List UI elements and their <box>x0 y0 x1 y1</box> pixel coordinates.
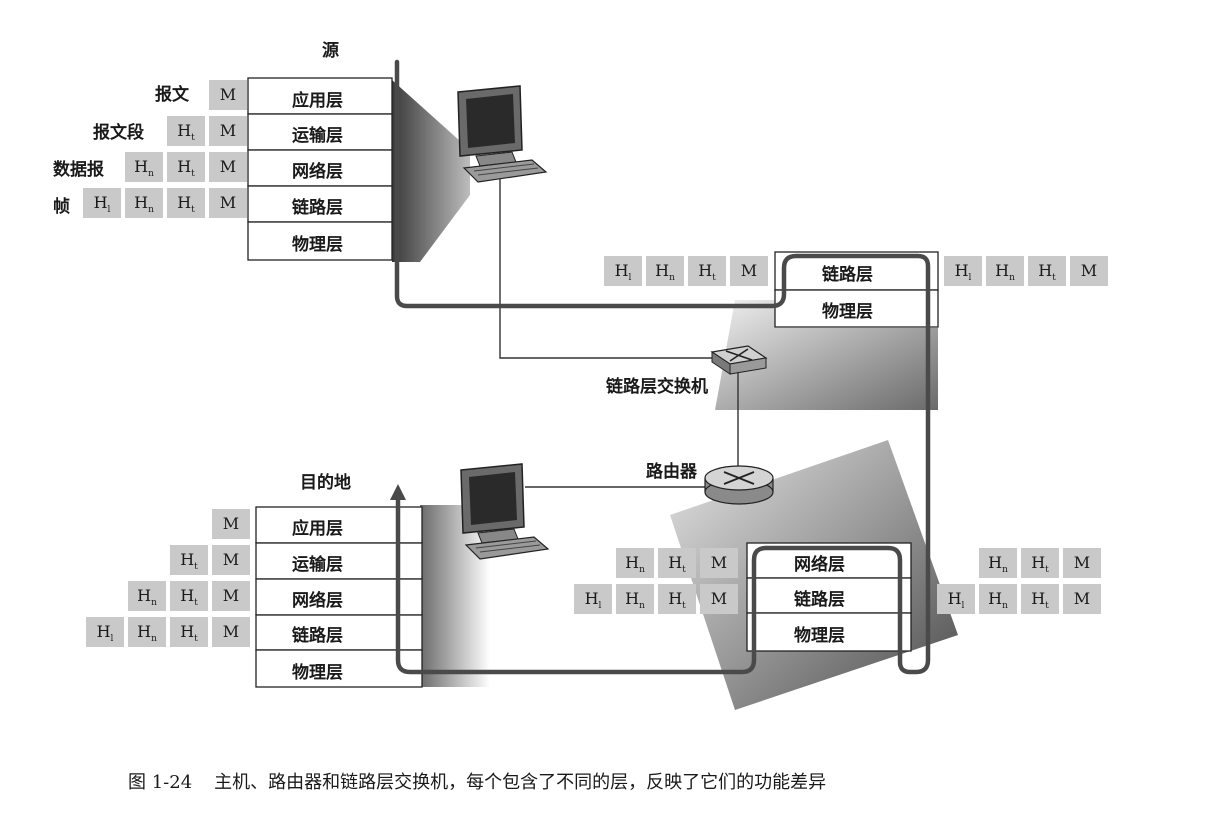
header-m: M <box>209 116 247 146</box>
header-link: Hl <box>944 256 982 286</box>
switch-physical-layer: 物理层 <box>822 302 873 322</box>
source-layer-stack <box>247 77 393 261</box>
header-link: Hl <box>86 617 124 647</box>
header-m: M <box>212 617 250 647</box>
pdu-message-label: 报文 <box>155 85 189 105</box>
header-network: Hn <box>616 548 654 578</box>
header-network: Hn <box>128 581 166 611</box>
header-transport: Ht <box>170 617 208 647</box>
header-m: M <box>1063 584 1101 614</box>
header-link: Hl <box>604 256 642 286</box>
source-application-layer: 应用层 <box>292 91 343 111</box>
header-m: M <box>730 256 768 286</box>
data-path <box>394 59 931 675</box>
header-m: M <box>212 509 250 539</box>
source-link-layer: 链路层 <box>292 198 343 218</box>
header-transport: Ht <box>1028 256 1066 286</box>
header-network: Hn <box>986 256 1024 286</box>
header-network: Hn <box>125 152 163 182</box>
switch-shadow <box>715 300 938 410</box>
pdu-segment-label: 报文段 <box>93 123 144 143</box>
header-m: M <box>1070 256 1108 286</box>
network-links <box>499 178 739 488</box>
destination-label: 目的地 <box>300 473 351 493</box>
destination-transport-layer: 运输层 <box>292 555 343 575</box>
header-transport: Ht <box>1021 584 1059 614</box>
destination-link-layer: 链路层 <box>292 626 343 646</box>
switch-link-layer: 链路层 <box>822 265 873 285</box>
header-transport: Ht <box>167 152 205 182</box>
source-computer-icon <box>457 85 548 183</box>
switch-label: 链路层交换机 <box>606 377 708 397</box>
header-network: Hn <box>979 584 1017 614</box>
source-physical-layer: 物理层 <box>292 235 343 255</box>
header-link: Hl <box>937 584 975 614</box>
header-m: M <box>212 581 250 611</box>
header-m: M <box>212 545 250 575</box>
destination-arrowhead <box>390 484 406 500</box>
header-m: M <box>1063 548 1101 578</box>
header-link: Hl <box>83 188 121 218</box>
destination-shadow <box>420 505 490 687</box>
figure-caption-text: 主机、路由器和链路层交换机，每个包含了不同的层，反映了它们的功能差异 <box>214 772 827 793</box>
destination-computer-icon <box>460 463 550 560</box>
destination-physical-layer: 物理层 <box>292 663 343 683</box>
header-link: Hl <box>574 584 612 614</box>
source-label: 源 <box>322 41 339 61</box>
figure-caption: 图 1-24 主机、路由器和链路层交换机，每个包含了不同的层，反映了它们的功能差异 <box>128 768 826 794</box>
header-network: Hn <box>646 256 684 286</box>
router-physical-layer: 物理层 <box>794 626 845 646</box>
router-label: 路由器 <box>646 462 697 482</box>
header-transport: Ht <box>167 188 205 218</box>
header-network: Hn <box>125 188 163 218</box>
destination-application-layer: 应用层 <box>292 519 343 539</box>
header-network: Hn <box>979 548 1017 578</box>
source-shadow <box>392 80 470 262</box>
destination-network-layer: 网络层 <box>292 591 343 611</box>
source-network-layer: 网络层 <box>292 162 343 182</box>
header-m: M <box>209 152 247 182</box>
header-m: M <box>700 584 738 614</box>
router-network-layer: 网络层 <box>794 555 845 575</box>
switch-icon <box>710 345 768 375</box>
header-network: Hn <box>616 584 654 614</box>
header-transport: Ht <box>167 116 205 146</box>
header-network: Hn <box>128 617 166 647</box>
header-transport: Ht <box>170 581 208 611</box>
pdu-datagram-label: 数据报 <box>53 160 104 180</box>
header-transport: Ht <box>688 256 726 286</box>
header-transport: Ht <box>658 548 696 578</box>
header-transport: Ht <box>658 584 696 614</box>
pdu-frame-label: 帧 <box>53 197 70 217</box>
destination-layer-stack <box>255 506 423 688</box>
header-m: M <box>209 80 247 110</box>
header-m: M <box>209 188 247 218</box>
switch-layer-stack <box>774 251 939 328</box>
source-transport-layer: 运输层 <box>292 126 343 146</box>
header-transport: Ht <box>1021 548 1059 578</box>
header-transport: Ht <box>170 545 208 575</box>
header-m: M <box>700 548 738 578</box>
router-icon <box>704 465 774 505</box>
figure-number: 图 1-24 <box>128 772 193 793</box>
router-link-layer: 链路层 <box>794 590 845 610</box>
